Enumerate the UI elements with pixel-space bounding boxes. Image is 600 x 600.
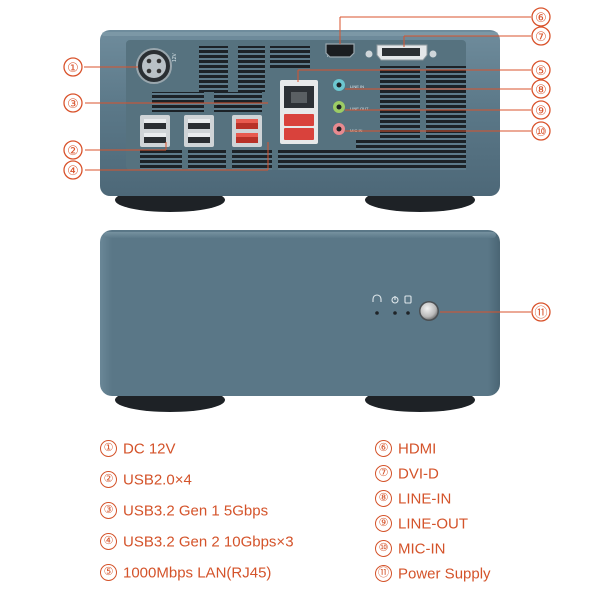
callout-2: ② <box>67 144 79 159</box>
legend-item-dc: ① DC 12V <box>100 439 176 458</box>
power-led-icon <box>391 296 399 304</box>
callout-5: ⑤ <box>535 64 547 79</box>
legend-num: ⑨ <box>375 514 392 532</box>
legend-text: MIC-IN <box>398 540 446 558</box>
usb3-red-stack <box>232 115 262 147</box>
legend-num: ⑥ <box>375 439 392 457</box>
callout-9: ⑨ <box>535 104 547 119</box>
usb2-stack-right <box>184 115 214 147</box>
legend-text: LINE-OUT <box>398 515 469 533</box>
hdd-led-icon <box>404 295 412 304</box>
legend-text: DC 12V <box>123 440 176 458</box>
callout-6: ⑥ <box>535 11 547 26</box>
rear-callout-numbers: ① ③ ② ④ ⑥ ⑦ ⑤ ⑧ ⑨ ⑩ <box>63 7 551 180</box>
legend-item-usb2: ② USB2.0×4 <box>100 470 192 489</box>
dc-jack: 12V <box>136 48 178 84</box>
indicator-led-3 <box>406 311 410 315</box>
legend-item-hdmi: ⑥ HDMI <box>375 439 437 458</box>
legend-num: ③ <box>100 501 117 519</box>
legend-text: USB2.0×4 <box>123 471 192 489</box>
legend-text: DVI-D <box>398 465 439 483</box>
callout-3: ③ <box>67 97 79 112</box>
indicator-led-1 <box>375 311 379 315</box>
callout-10: ⑩ <box>535 125 547 140</box>
legend-item-power-supply: ⑪ Power Supply <box>375 564 491 583</box>
line-out-label: LINE OUT <box>350 106 369 111</box>
legend-item-mic-in: ⑩ MIC-IN <box>375 539 446 558</box>
audio-jacks: LINE IN LINE OUT MIC IN <box>333 79 369 135</box>
legend-text: LINE-IN <box>398 490 452 508</box>
legend-num: ⑧ <box>375 489 392 507</box>
legend-text: Power Supply <box>398 565 491 583</box>
hdmi-port: HDMI <box>325 43 355 59</box>
legend-num: ⑦ <box>375 464 392 482</box>
legend-item-usb32-gen2: ④ USB3.2 Gen 2 10Gbps×3 <box>100 532 294 551</box>
callout-4: ④ <box>67 164 79 179</box>
callout-7: ⑦ <box>535 30 547 45</box>
indicator-led-2 <box>393 311 397 315</box>
legend-item-dvi: ⑦ DVI-D <box>375 464 439 483</box>
legend-text: USB3.2 Gen 2 10Gbps×3 <box>123 533 294 551</box>
legend-text: HDMI <box>398 440 437 458</box>
front-panel <box>100 230 500 412</box>
legend-item-line-in: ⑧ LINE-IN <box>375 489 452 508</box>
line-in-label: LINE IN <box>350 84 364 89</box>
legend-item-usb32-gen1: ③ USB3.2 Gen 1 5Gbps <box>100 501 269 520</box>
legend-num: ⑩ <box>375 539 392 557</box>
rear-panel: 12V HDMI LINE IN LINE OUT <box>100 30 500 212</box>
power-button[interactable] <box>419 301 439 321</box>
legend-item-lan: ⑤ 1000Mbps LAN(RJ45) <box>100 563 272 582</box>
usb2-stack-left <box>140 115 170 147</box>
legend-num: ⑤ <box>100 563 117 581</box>
legend-num: ① <box>100 439 117 457</box>
legend-num: ④ <box>100 532 117 550</box>
lan-port <box>280 80 318 144</box>
callout-11: ⑪ <box>534 306 547 321</box>
front-chassis <box>100 230 500 396</box>
legend-num: ⑪ <box>375 564 392 582</box>
legend-item-line-out: ⑨ LINE-OUT <box>375 514 469 533</box>
legend-text: USB3.2 Gen 1 5Gbps <box>123 502 269 520</box>
dc-label: 12V <box>172 52 178 62</box>
headphone-icon <box>372 294 382 302</box>
rear-callout-lines <box>84 16 531 171</box>
callout-1: ① <box>67 61 79 76</box>
callout-8: ⑧ <box>535 83 547 98</box>
legend-text: 1000Mbps LAN(RJ45) <box>123 564 272 582</box>
dvi-port <box>365 44 437 61</box>
legend-num: ② <box>100 470 117 488</box>
